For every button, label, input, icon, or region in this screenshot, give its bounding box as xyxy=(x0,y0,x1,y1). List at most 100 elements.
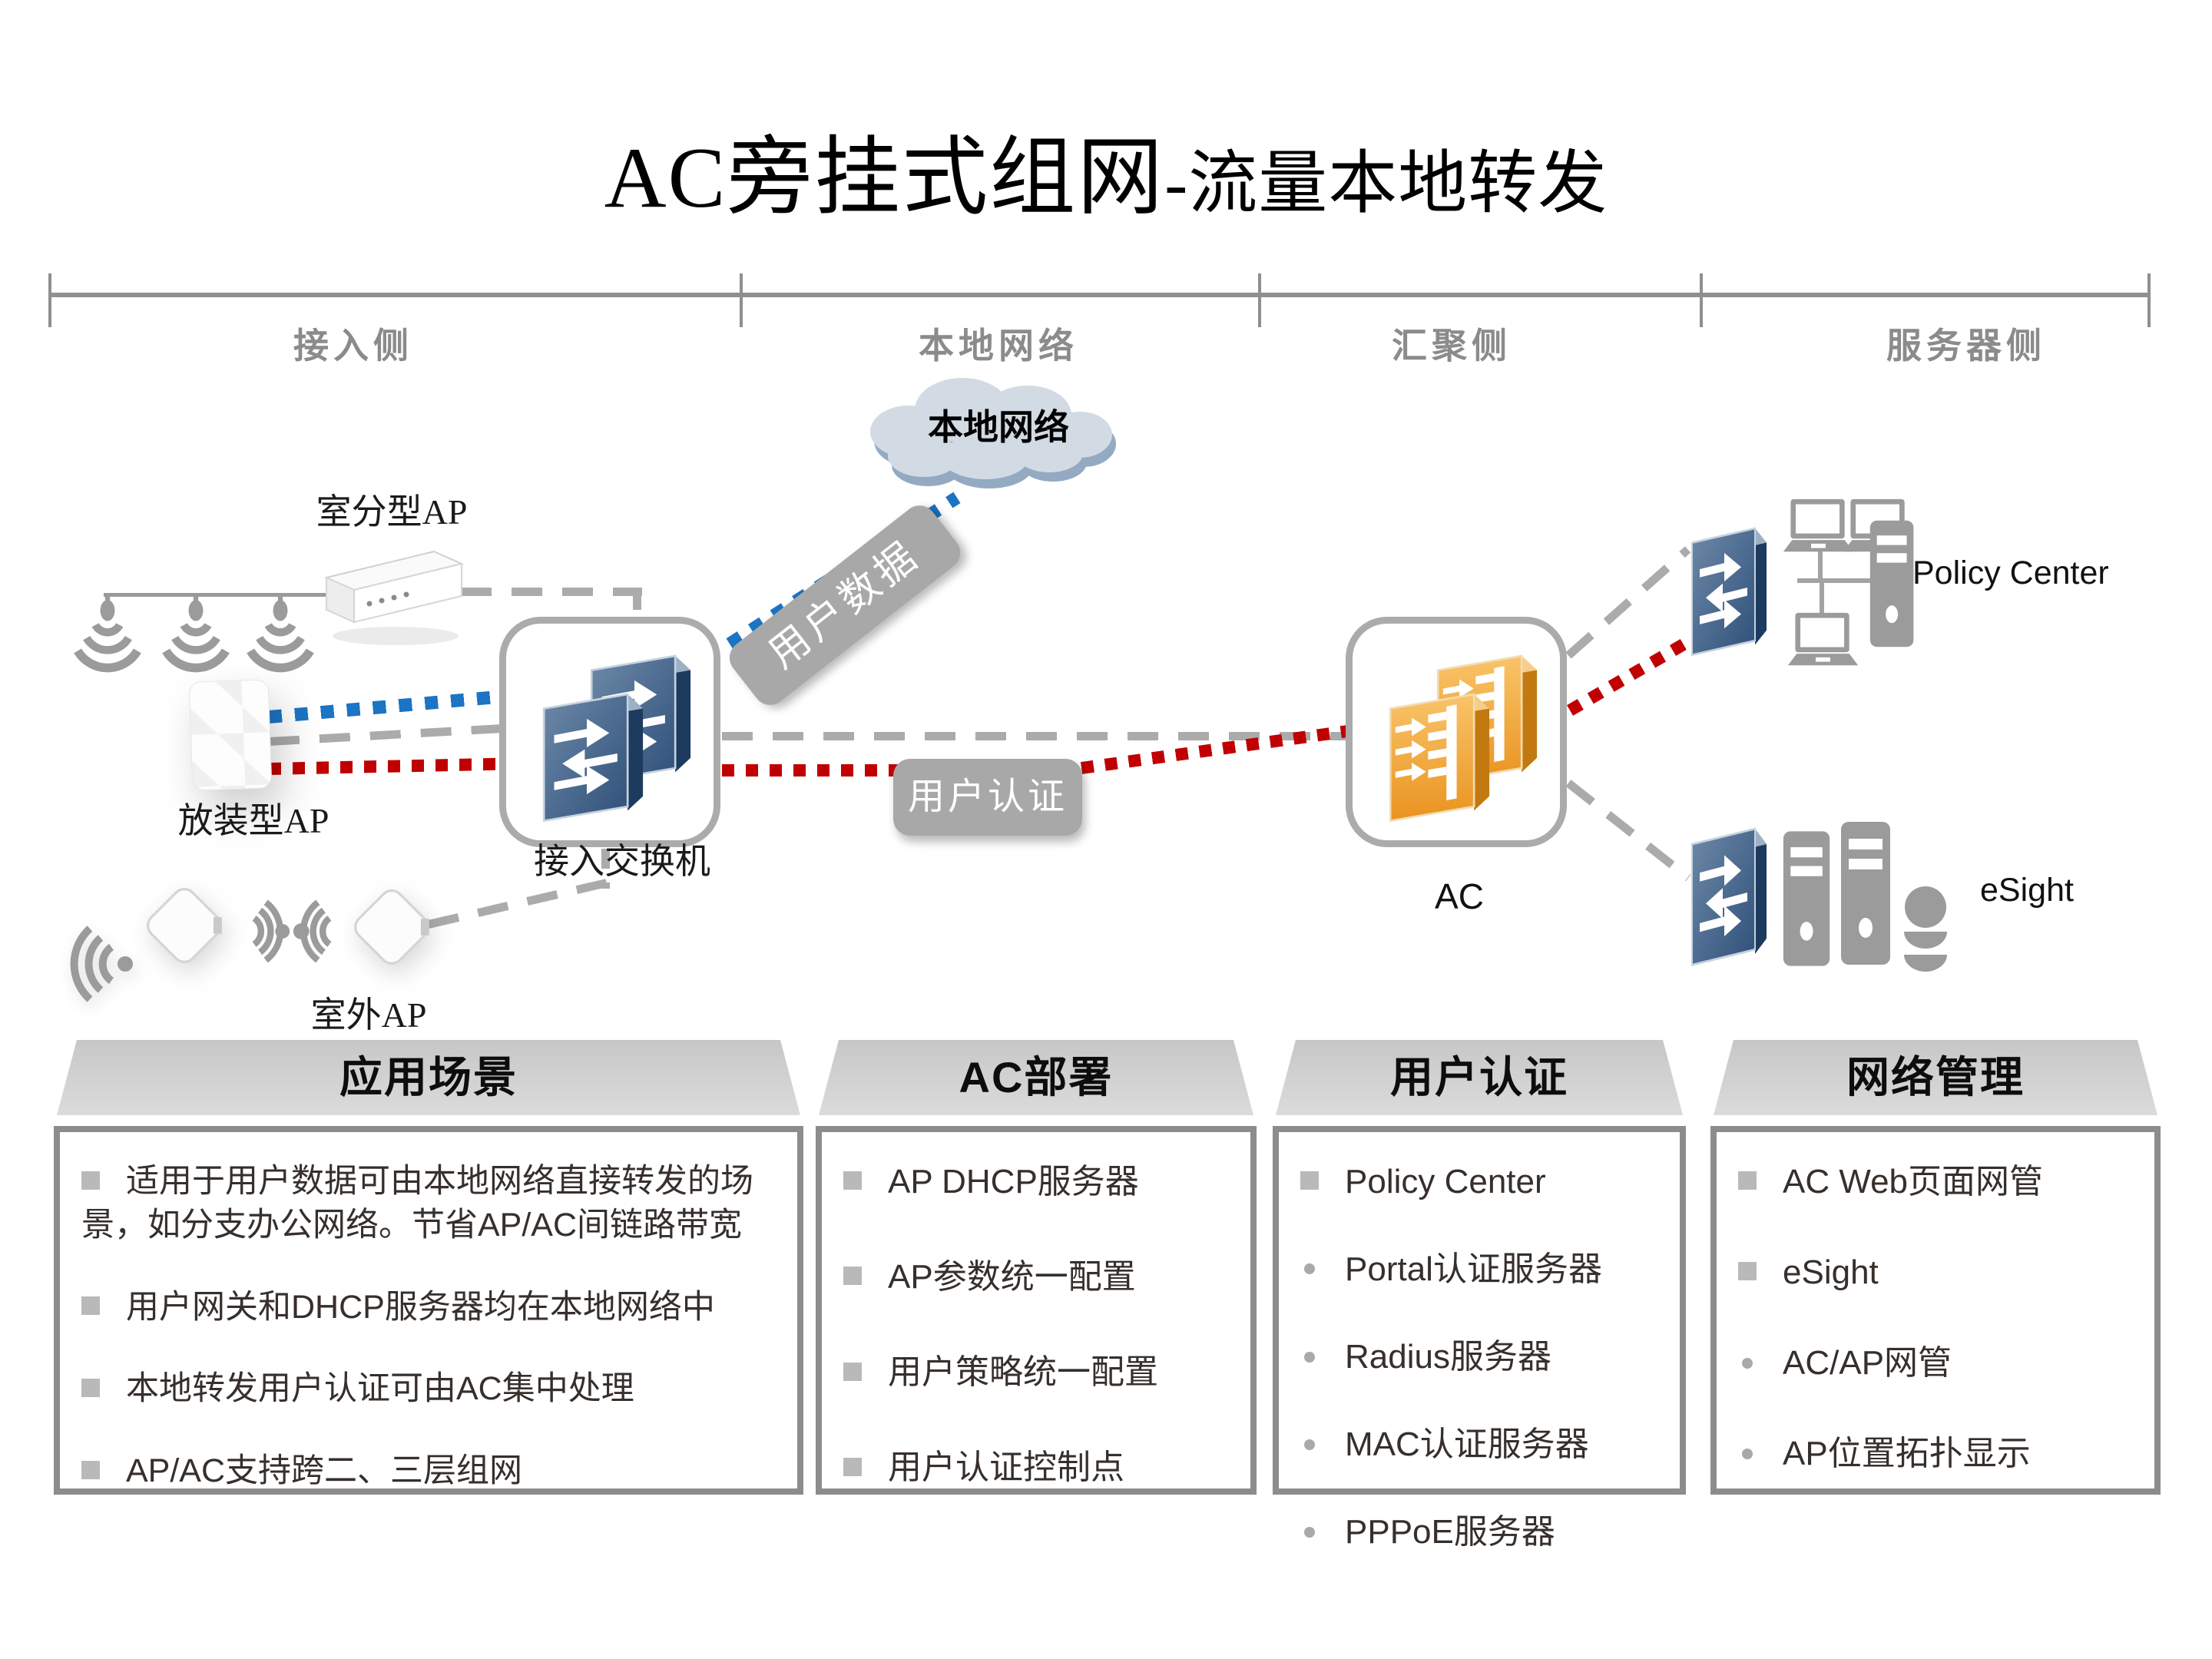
panel-item-text: 适用于用户数据可由本地网络直接转发的场景，如分支办公网络。节省AP/AC间链路带… xyxy=(81,1163,753,1243)
section-label-local-net: 本地网络 xyxy=(919,326,1078,366)
esight-switch-icon xyxy=(1690,827,1768,966)
wall-ap-red-flow xyxy=(268,757,505,775)
list-item: 用户认证控制点 xyxy=(843,1445,1229,1490)
page-title: AC旁挂式组网-流量本地转发 xyxy=(0,108,2212,232)
list-item: MAC认证服务器 xyxy=(1300,1422,1658,1467)
list-item: AP位置拓扑显示 xyxy=(1738,1432,2133,1476)
indoor-ap-to-switch-link xyxy=(461,588,642,596)
panel-header-scenario: 应用场景 xyxy=(57,1040,800,1115)
outdoor-ap-label: 室外AP xyxy=(310,995,427,1035)
panel-item-text: Portal认证服务器 xyxy=(1345,1250,1602,1289)
panel-item-text: AP DHCP服务器 xyxy=(888,1163,1139,1200)
ruler-tick xyxy=(740,273,743,327)
list-item: AP参数统一配置 xyxy=(843,1255,1229,1300)
list-item: 适用于用户数据可由本地网络直接转发的场景，如分支办公网络。节省AP/AC间链路带… xyxy=(81,1160,776,1247)
outdoor-ap-device-icon xyxy=(342,877,442,977)
square-bullet-icon xyxy=(1738,1262,1757,1281)
policy-switch-icon xyxy=(1690,527,1768,657)
dot-bullet-icon xyxy=(1304,1263,1315,1275)
indoor-ap-label: 室分型AP xyxy=(316,492,468,531)
outdoor-ap-link-rise xyxy=(601,849,610,889)
panel-item-text: AP/AC支持跨二、三层组网 xyxy=(126,1452,523,1489)
indoor-ap-device-icon xyxy=(323,550,465,645)
panel-header-net-mgmt: 网络管理 xyxy=(1714,1040,2157,1115)
panel-item-text: 用户网关和DHCP服务器均在本地网络中 xyxy=(126,1288,715,1326)
panel-item-text: Radius服务器 xyxy=(1345,1338,1551,1376)
list-item: 本地转发用户认证可由AC集中处理 xyxy=(81,1367,776,1411)
section-label-server: 服务器侧 xyxy=(1886,326,2046,366)
panel-item-text: PPPoE服务器 xyxy=(1345,1513,1555,1551)
esight-servers-icon xyxy=(1783,822,1947,972)
user-data-flow-tag: 用户数据 xyxy=(723,498,967,712)
ruler-tick xyxy=(2147,273,2151,327)
dot-bullet-icon xyxy=(1742,1448,1753,1459)
list-item: Portal认证服务器 xyxy=(1300,1247,1658,1292)
ac-to-policy-red-flow xyxy=(1566,634,1695,716)
title-main: AC旁挂式组网 xyxy=(604,131,1165,226)
ac-to-esight-gray-link xyxy=(1565,780,1691,882)
ruler-tick xyxy=(48,273,51,327)
wall-ap-gray-link xyxy=(268,724,504,746)
square-bullet-icon xyxy=(81,1460,100,1479)
dot-bullet-icon xyxy=(1742,1357,1753,1369)
square-bullet-icon xyxy=(843,1362,862,1381)
title-sub: -流量本地转发 xyxy=(1164,146,1608,222)
list-item: eSight xyxy=(1738,1250,2133,1295)
policy-center-label: Policy Center xyxy=(1912,555,2109,591)
outdoor-ap-to-switch-link xyxy=(427,879,608,929)
list-item: AP/AC支持跨二、三层组网 xyxy=(81,1449,776,1493)
ruler-line xyxy=(48,293,2151,297)
panel-item-text: MAC认证服务器 xyxy=(1345,1426,1589,1464)
ac-label: AC xyxy=(1435,876,1484,916)
panel-item-text: 用户认证控制点 xyxy=(888,1449,1124,1487)
list-item: AC/AP网管 xyxy=(1738,1341,2133,1386)
panel-body-ac-deploy: AP DHCP服务器 AP参数统一配置 用户策略统一配置 用户认证控制点 xyxy=(816,1126,1257,1495)
wifi-signal-icon xyxy=(70,926,133,1002)
ac-icon xyxy=(1389,654,1538,823)
square-bullet-icon xyxy=(81,1171,100,1190)
square-bullet-icon xyxy=(81,1296,100,1316)
wall-ap-blue-flow xyxy=(268,690,505,724)
panel-item-text: 本地转发用户认证可由AC集中处理 xyxy=(126,1370,634,1408)
indoor-ap-link-drop xyxy=(633,590,641,622)
ceiling-antenna-icon xyxy=(61,596,154,677)
list-item: PPPoE服务器 xyxy=(1300,1510,1658,1555)
list-item: AC Web页面网管 xyxy=(1738,1160,2133,1204)
panel-body-net-mgmt: AC Web页面网管 eSight AC/AP网管 AP位置拓扑显示 xyxy=(1710,1126,2161,1495)
switch-to-ac-gray-link xyxy=(722,732,1348,740)
panel-item-text: AP位置拓扑显示 xyxy=(1783,1435,2031,1473)
panel-item-text: 用户策略统一配置 xyxy=(888,1353,1158,1392)
indoor-ap-bus-line xyxy=(104,593,328,597)
ruler-tick xyxy=(1258,273,1261,327)
square-bullet-icon xyxy=(1300,1171,1319,1190)
panel-header-ac-deploy: AC部署 xyxy=(819,1040,1253,1115)
square-bullet-icon xyxy=(843,1267,862,1286)
section-label-access: 接入侧 xyxy=(293,326,413,366)
panel-item-text: eSight xyxy=(1783,1253,1879,1292)
ceiling-antenna-icon xyxy=(150,596,242,677)
esight-label: eSight xyxy=(1980,872,2074,909)
wall-ap-device-icon xyxy=(188,679,273,791)
wifi-bridge-signal-icon xyxy=(252,899,332,963)
list-item: AP DHCP服务器 xyxy=(843,1160,1229,1204)
square-bullet-icon xyxy=(843,1457,862,1476)
user-auth-flow-tag: 用户认证 xyxy=(893,759,1082,836)
panel-item-text: AP参数统一配置 xyxy=(888,1258,1136,1296)
outdoor-ap-device-icon xyxy=(134,876,234,975)
local-network-cloud-icon xyxy=(870,378,1116,488)
access-switch-label: 接入交换机 xyxy=(534,842,710,881)
ceiling-antenna-icon xyxy=(234,596,326,677)
panel-body-user-auth: Policy Center Portal认证服务器 Radius服务器 MAC认… xyxy=(1273,1126,1686,1551)
list-item: 用户网关和DHCP服务器均在本地网络中 xyxy=(81,1286,776,1330)
ac-to-policy-gray-link xyxy=(1565,546,1691,659)
panel-body-scenario: 适用于用户数据可由本地网络直接转发的场景，如分支办公网络。节省AP/AC间链路带… xyxy=(54,1126,803,1495)
cloud-label: 本地网络 xyxy=(928,408,1069,447)
ruler-tick xyxy=(1700,273,1703,327)
panel-item-text: AC Web页面网管 xyxy=(1783,1163,2044,1200)
panel-item-text: Policy Center xyxy=(1345,1163,1546,1200)
panel-item-text: AC/AP网管 xyxy=(1783,1344,1952,1382)
list-item: Radius服务器 xyxy=(1300,1335,1658,1379)
list-item: 用户策略统一配置 xyxy=(843,1350,1229,1395)
square-bullet-icon xyxy=(1738,1171,1757,1190)
